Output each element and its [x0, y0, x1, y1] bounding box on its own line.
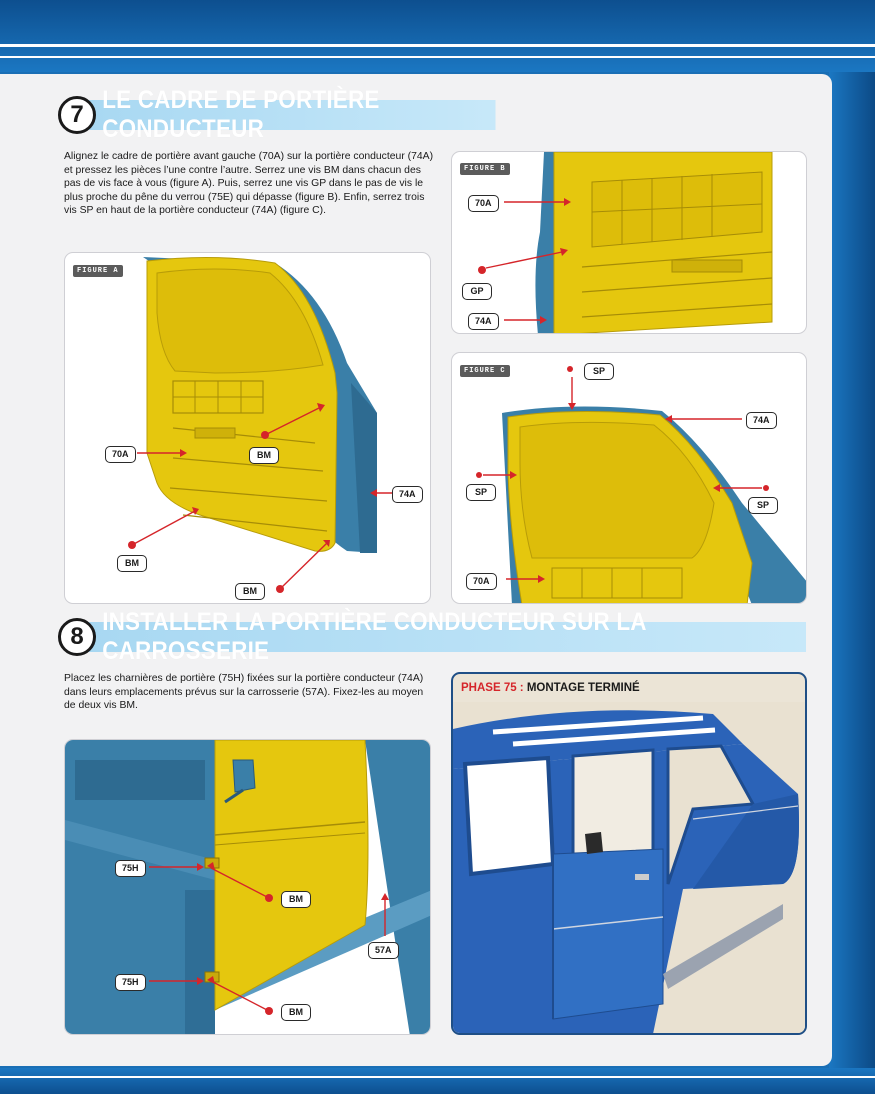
- figure-b-illustration: [478, 152, 773, 333]
- figure-a-callout-bm-2: BM: [117, 555, 147, 572]
- step-7-number: 7: [58, 96, 96, 134]
- top-decorative-band: [0, 0, 875, 72]
- figure-b-callout-gp: GP: [462, 283, 492, 300]
- figure-a-tag: FIGURE A: [73, 265, 123, 277]
- figure-c-callout-sp-left: SP: [466, 484, 496, 501]
- side-decorative-band: [829, 72, 875, 1068]
- step-7-text: Alignez le cadre de portière avant gauch…: [64, 151, 434, 216]
- step-8-callout-75h-1: 75H: [115, 860, 146, 877]
- completed-car-illustration: [453, 702, 805, 1033]
- step-8-header: 8 INSTALLER LA PORTIÈRE CONDUCTEUR SUR L…: [58, 608, 875, 665]
- figure-c-callout-sp-top: SP: [584, 363, 614, 380]
- step-7-header: 7 LE CADRE DE PORTIÈRE CONDUCTEUR: [58, 86, 541, 143]
- figure-b-tag: FIGURE B: [460, 163, 510, 175]
- step-8-text: Placez les charnières de portière (75H) …: [64, 673, 424, 711]
- figure-c-callout-74a: 74A: [746, 412, 777, 429]
- figure-a-callout-70a: 70A: [105, 446, 136, 463]
- phase-title: MONTAGE TERMINÉ: [526, 682, 640, 694]
- step-8-figure-panel: 75H BM 57A 75H BM: [64, 739, 431, 1035]
- phase-label: PHASE 75 : MONTAGE TERMINÉ: [461, 682, 640, 694]
- figure-a-callout-bm-1: BM: [249, 447, 279, 464]
- step-8-callout-bm-2: BM: [281, 1004, 311, 1021]
- bottom-decorative-band: [0, 1068, 875, 1094]
- phase-panel: PHASE 75 : MONTAGE TERMINÉ: [451, 672, 807, 1035]
- figure-b-callout-70a: 70A: [468, 195, 499, 212]
- figure-c-illustration: [476, 366, 806, 603]
- figure-a-callout-bm-3: BM: [235, 583, 265, 600]
- figure-b-callout-74a: 74A: [468, 313, 499, 330]
- step-7-title: LE CADRE DE PORTIÈRE CONDUCTEUR: [86, 86, 496, 143]
- step-8-callout-bm-1: BM: [281, 891, 311, 908]
- figure-a-callout-74a: 74A: [392, 486, 423, 503]
- step-8-number: 8: [58, 618, 96, 656]
- figure-c-panel: FIGURE C SP 74A SP SP 70A: [451, 352, 807, 604]
- figure-b-panel: FIGURE B 70A GP 74A: [451, 151, 807, 334]
- figure-a-panel: FIGURE A: [64, 252, 431, 604]
- phase-prefix: PHASE 75 :: [461, 682, 524, 694]
- figure-c-callout-70a: 70A: [466, 573, 497, 590]
- step-8-callout-57a: 57A: [368, 942, 399, 959]
- figure-a-illustration: [128, 256, 410, 593]
- step-8-title: INSTALLER LA PORTIÈRE CONDUCTEUR SUR LA …: [86, 608, 806, 665]
- step-8-callout-75h-2: 75H: [115, 974, 146, 991]
- figure-c-callout-sp-right: SP: [748, 497, 778, 514]
- figure-c-tag: FIGURE C: [460, 365, 510, 377]
